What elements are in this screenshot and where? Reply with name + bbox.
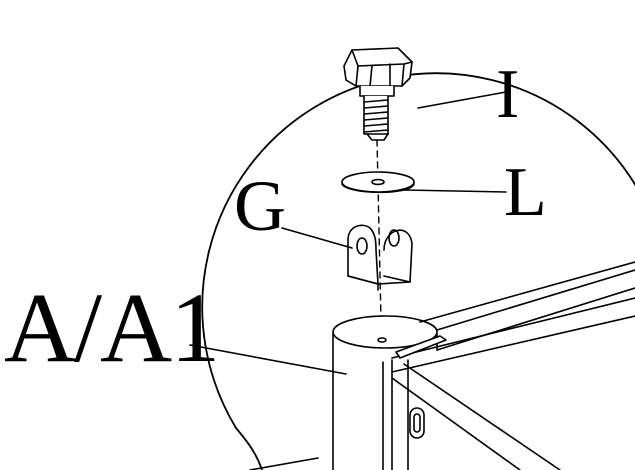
leader-g xyxy=(281,227,353,249)
detail-bubble-tail-lower xyxy=(249,457,319,470)
detail-bubble-tail xyxy=(235,427,263,470)
label-leg-a-a1: A/A1 xyxy=(4,272,220,383)
leader-a xyxy=(189,344,347,375)
bolt-i xyxy=(343,47,413,141)
bracket-g xyxy=(347,224,413,291)
assembly-axis xyxy=(376,139,382,321)
leg-a xyxy=(332,315,438,470)
leader-l xyxy=(403,189,507,193)
label-bracket-g: G xyxy=(234,166,286,246)
washer-l xyxy=(341,171,415,194)
detail-circle xyxy=(201,72,635,429)
frame-rails xyxy=(391,261,635,470)
leader-i xyxy=(417,91,507,109)
label-bolt-i: I xyxy=(496,56,520,133)
label-washer-l: L xyxy=(504,154,547,231)
